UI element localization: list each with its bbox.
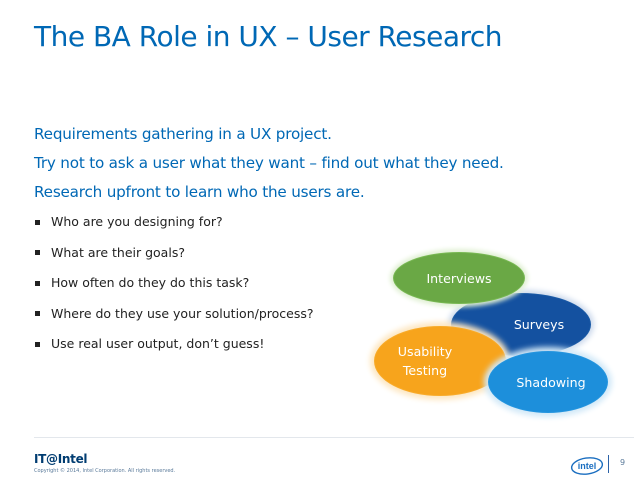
logo-divider [608, 455, 609, 473]
footer-divider [34, 437, 634, 438]
intro-text: Requirements gathering in a UX project. … [34, 120, 504, 207]
surveys-label: Surveys [513, 317, 565, 332]
bullet-item: How often do they do this task? [34, 272, 314, 303]
square-bullet-icon [35, 219, 40, 225]
bullet-text: How often do they do this task? [51, 275, 250, 290]
slide-title: The BA Role in UX – User Research [34, 20, 503, 53]
copyright-notice: Copyright © 2014, Intel Corporation. All… [34, 468, 176, 474]
usability-label-line2: Testing [402, 363, 448, 378]
shadowing-ellipse: Shadowing [488, 351, 608, 413]
bullet-item: Use real user output, don’t guess! [34, 333, 314, 364]
shadowing-label: Shadowing [516, 374, 586, 390]
square-bullet-icon [35, 311, 40, 316]
intel-logo-text: intel [578, 461, 597, 471]
square-bullet-icon [35, 341, 40, 347]
intro-line-needs: Try not to ask a user what they want – f… [34, 154, 504, 172]
bullet-text: Who are you designing for? [51, 214, 223, 229]
bullet-item: Where do they use your solution/process? [34, 303, 314, 334]
intro-line-requirements: Requirements gathering in a UX project. [34, 125, 332, 143]
bullet-list: Who are you designing for? What are thei… [34, 211, 314, 364]
interviews-label: Interviews [426, 270, 492, 286]
interviews-ellipse: Interviews [393, 252, 525, 304]
bullet-text: What are their goals? [51, 244, 185, 260]
bullet-text: Where do they use your solution/process? [51, 305, 314, 321]
page-number: 9 [620, 458, 626, 467]
footer-brand: IT@Intel [34, 452, 88, 466]
square-bullet-icon [35, 250, 40, 255]
usability-testing-ellipse: Usability Testing [374, 326, 506, 396]
bullet-item: What are their goals? [34, 242, 314, 273]
intro-line-research: Research upfront to learn who the users … [34, 183, 365, 201]
bullet-item: Who are you designing for? [34, 211, 314, 242]
usability-label-line1: Usability [397, 344, 453, 359]
bullet-text: Use real user output, don’t guess! [51, 336, 265, 351]
square-bullet-icon [35, 280, 40, 286]
intel-logo-icon: intel [570, 457, 604, 475]
